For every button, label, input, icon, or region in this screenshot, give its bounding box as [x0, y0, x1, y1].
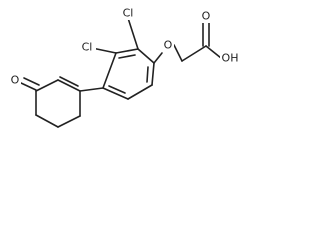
bond-cyclo-c2-c3-double [59, 76, 79, 87]
atom-label-carbonyl-oxygen: O [202, 10, 211, 23]
bond-aryl-ether-o [153, 52, 163, 64]
bond-ring-double-3 [108, 85, 126, 94]
bond-to-cl-top [127, 17, 139, 50]
bond-ring-double-1 [118, 54, 136, 59]
bond-ring-right [151, 62, 155, 86]
bond-ring-lower-right [127, 84, 153, 100]
bond-ring-lower-left [102, 87, 129, 100]
atom-label-ether-oxygen: O [164, 39, 173, 52]
bond-layer [20, 17, 222, 128]
atom-label-hydroxyl: OH [222, 52, 239, 65]
atom-label-cl-top: Cl [123, 7, 134, 20]
bond-cyclo-c2-c3 [57, 79, 81, 92]
atom-label-ketone-oxygen: O [11, 74, 20, 87]
bond-ch2-carboxyl-c [181, 45, 207, 62]
bond-ring-left [102, 52, 117, 89]
chemical-structure-diagram: Cl Cl O O OH O [9, 6, 240, 128]
bond-cyclo-c5-c6 [35, 114, 59, 128]
bond-ring-to-cyclohexenone [79, 87, 104, 92]
bond-ring-upper-right [137, 48, 155, 64]
bond-ether-o-ch2 [173, 44, 183, 62]
bond-ring-double-2 [146, 66, 149, 83]
bond-ketone-1 [20, 82, 37, 91]
atom-label-cl-left: Cl [82, 41, 93, 54]
bond-ring-top [115, 48, 139, 54]
bond-cyclo-c6-c1 [57, 115, 81, 128]
bond-ketone-2 [23, 77, 40, 86]
atom-label-layer: Cl Cl O O OH O [9, 6, 240, 87]
bond-cyclo-c3-c4 [35, 79, 59, 92]
bond-carboxyl-c-oh [205, 45, 222, 59]
